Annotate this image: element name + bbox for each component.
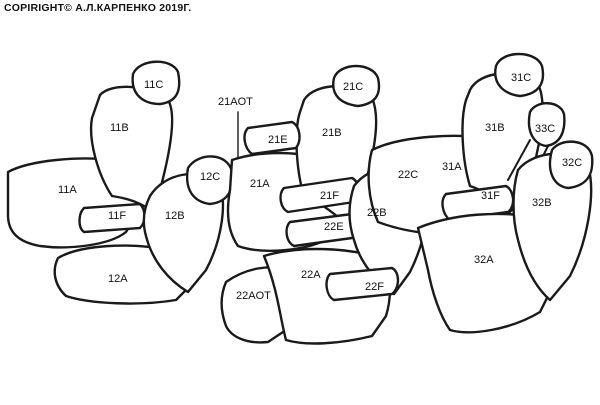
label-11a: 11A xyxy=(58,184,77,196)
label-12b: 12B xyxy=(165,210,185,222)
label-21a: 21A xyxy=(250,178,270,190)
label-22f: 22F xyxy=(365,281,384,293)
label-21b: 21B xyxy=(322,127,342,139)
label-22b: 22B xyxy=(367,207,387,219)
label-22e: 22E xyxy=(324,221,344,233)
label-32c: 32C xyxy=(562,157,582,169)
label-21aot: 21AOT xyxy=(218,96,253,108)
label-31a: 31A xyxy=(442,161,462,173)
label-12c: 12C xyxy=(200,171,220,183)
seat-33c-headrest xyxy=(527,102,566,148)
label-31b: 31B xyxy=(485,122,505,134)
label-22a: 22A xyxy=(301,269,321,281)
label-11f: 11F xyxy=(108,210,126,222)
label-31f: 31F xyxy=(481,190,500,202)
seat-11 xyxy=(6,60,181,249)
seat-22f-armrest xyxy=(325,266,400,302)
label-12a: 12A xyxy=(108,273,128,285)
seat-11f-armrest xyxy=(78,202,146,234)
label-32a: 32A xyxy=(474,254,494,266)
seat-31f-armrest xyxy=(441,184,515,222)
label-22aot: 22AOT xyxy=(236,290,271,302)
label-32b: 32B xyxy=(532,197,552,209)
label-11c: 11C xyxy=(144,79,163,91)
label-31c: 31C xyxy=(511,72,531,84)
seat-11c-headrest xyxy=(131,60,181,106)
copyright-notice: COPIRIGHT© А.Л.КАРПЕНКО 2019Г. xyxy=(4,2,192,14)
label-22c: 22C xyxy=(398,169,418,181)
seat-21e-armrest xyxy=(243,120,301,156)
seat-12 xyxy=(53,155,234,305)
seat-21c-headrest xyxy=(332,64,381,108)
seat-31-32-33 xyxy=(367,52,594,334)
seat-32c-headrest xyxy=(548,140,594,190)
label-11b: 11B xyxy=(110,122,129,134)
label-21c: 21C xyxy=(343,81,363,93)
label-21e: 21E xyxy=(268,134,288,146)
seat-31c-headrest xyxy=(494,52,545,98)
label-21f: 21F xyxy=(320,190,339,202)
label-33c: 33C xyxy=(535,123,555,135)
